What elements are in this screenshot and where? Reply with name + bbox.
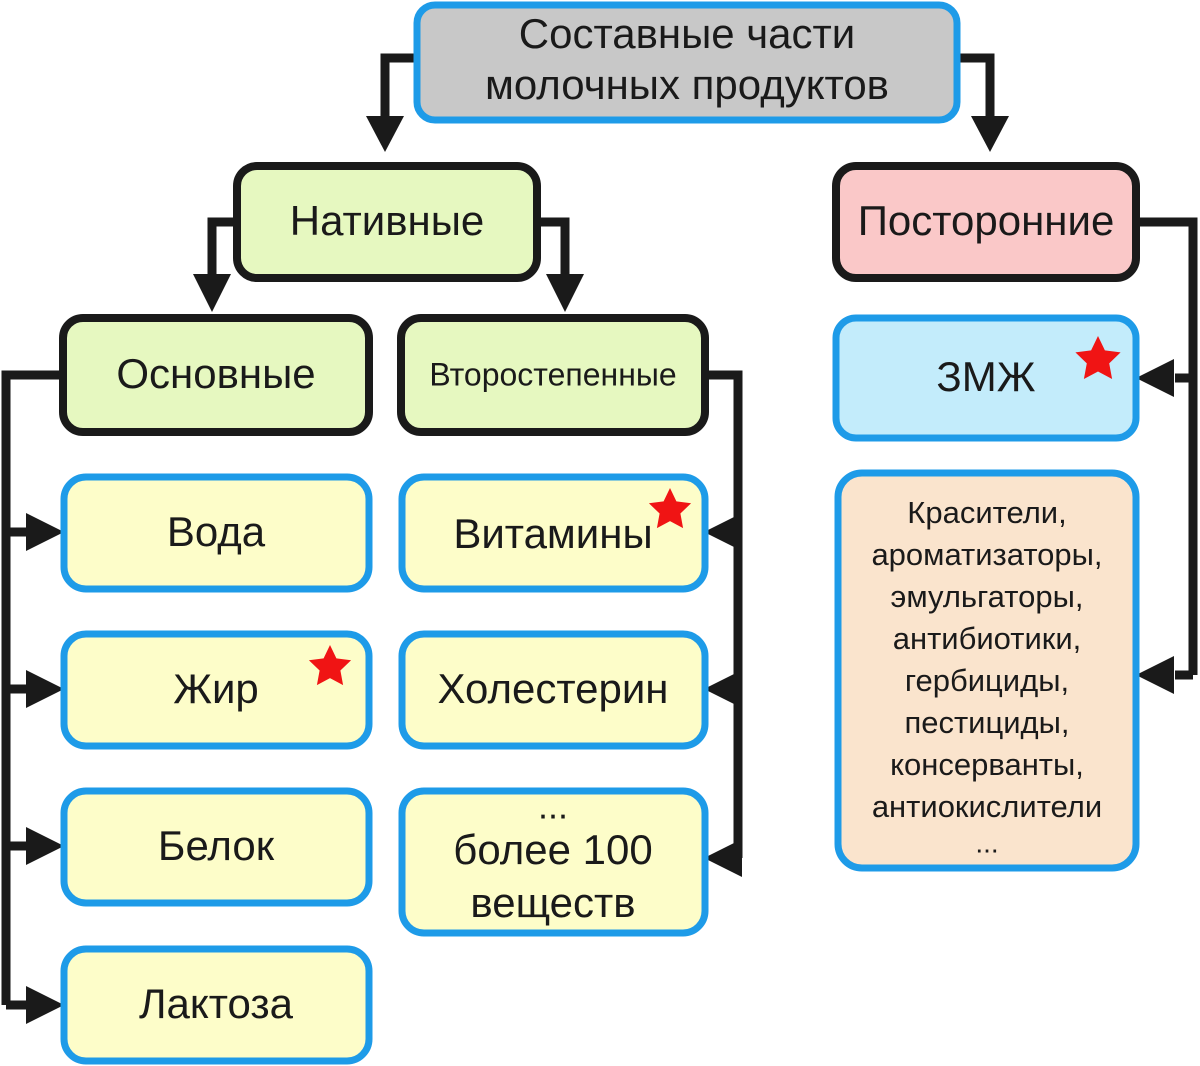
star-icon-vitamins bbox=[648, 488, 692, 529]
star-icon-fat bbox=[308, 645, 352, 686]
node-additives-rect[interactable] bbox=[834, 469, 1140, 872]
arrowhead-native-to-secondary bbox=[546, 274, 584, 312]
node-vitamins[interactable]: Витамины bbox=[398, 473, 709, 593]
node-root-label-line1: Составные части bbox=[519, 10, 855, 57]
node-more100[interactable]: ... более 100 веществ bbox=[398, 786, 709, 937]
node-vitamins-label: Витамины bbox=[453, 510, 652, 557]
node-foreign-label: Посторонние bbox=[858, 197, 1115, 244]
arrowhead-bus-to-cholesterol bbox=[704, 670, 742, 708]
node-protein[interactable]: Белок bbox=[60, 787, 373, 907]
node-lactose-rect[interactable] bbox=[60, 945, 373, 1065]
node-main-label: Основные bbox=[116, 350, 315, 397]
node-zmzh-label: ЗМЖ bbox=[936, 353, 1035, 400]
node-cholesterol[interactable]: Холестерин bbox=[398, 630, 709, 750]
node-native-rect[interactable] bbox=[233, 162, 541, 282]
node-additives-label-line3: эмульгаторы, bbox=[891, 579, 1084, 614]
node-additives-label-line7: консерванты, bbox=[890, 747, 1084, 782]
connector-native-to-secondary bbox=[537, 217, 570, 284]
node-fat-rect[interactable] bbox=[60, 630, 373, 750]
node-protein-label: Белок bbox=[158, 822, 275, 869]
connector-foreign-bus bbox=[1136, 217, 1198, 675]
node-more100-label-line2: более 100 bbox=[453, 826, 652, 873]
node-zmzh-rect[interactable] bbox=[832, 314, 1140, 442]
node-fat-label: Жир bbox=[173, 665, 259, 712]
node-foreign-rect[interactable] bbox=[832, 162, 1140, 282]
node-water[interactable]: Вода bbox=[60, 473, 373, 593]
node-native[interactable]: Нативные bbox=[233, 162, 541, 282]
node-additives-label-line8: антиокислители bbox=[872, 789, 1102, 824]
connector-secondary-bus bbox=[705, 370, 743, 858]
node-zmzh[interactable]: ЗМЖ bbox=[832, 314, 1140, 442]
connector-native-to-main bbox=[207, 217, 237, 284]
node-additives-label-line6: пестициды, bbox=[904, 705, 1069, 740]
node-root[interactable]: Составные части молочных продуктов bbox=[413, 1, 961, 124]
node-more100-rect[interactable] bbox=[398, 787, 709, 937]
arrowhead-bus-to-vitamins bbox=[704, 513, 742, 551]
node-fat[interactable]: Жир bbox=[60, 630, 373, 750]
node-additives-label-line2: ароматизаторы, bbox=[871, 537, 1102, 572]
node-additives-label-line4: антибиотики, bbox=[893, 621, 1082, 656]
star-icon-zmzh bbox=[1075, 336, 1121, 379]
arrowhead-root-to-native bbox=[366, 116, 404, 152]
node-additives-label-line9: ... bbox=[975, 827, 998, 858]
node-additives-label-line5: гербициды, bbox=[905, 663, 1069, 698]
arrowhead-bus-to-more100 bbox=[704, 839, 742, 877]
node-water-rect[interactable] bbox=[60, 473, 373, 593]
node-native-label: Нативные bbox=[290, 197, 485, 244]
arrowhead-bus-to-protein bbox=[26, 827, 64, 865]
arrowhead-root-to-foreign bbox=[971, 116, 1009, 152]
arrowhead-bus-to-additives bbox=[1136, 656, 1174, 694]
arrowhead-bus-to-zmzh bbox=[1136, 359, 1174, 397]
node-lactose-label: Лактоза bbox=[139, 980, 294, 1027]
node-root-rect[interactable] bbox=[413, 1, 961, 124]
node-root-label-line2: молочных продуктов bbox=[485, 61, 889, 108]
node-protein-rect[interactable] bbox=[60, 787, 373, 907]
node-cholesterol-rect[interactable] bbox=[398, 630, 709, 750]
node-more100-label-line1: ... bbox=[538, 786, 568, 827]
node-main-rect[interactable] bbox=[59, 314, 373, 436]
connector-root-to-foreign bbox=[957, 53, 995, 126]
connectors-group bbox=[1, 53, 1198, 1024]
node-secondary[interactable]: Второстепенные bbox=[397, 314, 709, 436]
node-vitamins-rect[interactable] bbox=[398, 473, 709, 593]
node-lactose[interactable]: Лактоза bbox=[60, 945, 373, 1065]
node-more100-label-line3: веществ bbox=[470, 879, 635, 926]
connector-main-bus bbox=[1, 370, 63, 1005]
node-secondary-rect[interactable] bbox=[397, 314, 709, 436]
arrowhead-bus-to-water bbox=[26, 513, 64, 551]
node-cholesterol-label: Холестерин bbox=[438, 665, 669, 712]
arrowhead-bus-to-lactose bbox=[26, 986, 64, 1024]
node-additives-label-line1: Красители, bbox=[907, 495, 1066, 530]
arrowhead-native-to-main bbox=[193, 274, 231, 312]
node-secondary-label: Второстепенные bbox=[429, 356, 676, 392]
arrowhead-bus-to-fat bbox=[26, 670, 64, 708]
node-main[interactable]: Основные bbox=[59, 314, 373, 436]
node-additives[interactable]: Красители, ароматизаторы, эмульгаторы, а… bbox=[834, 469, 1140, 872]
connector-root-to-native bbox=[380, 53, 417, 126]
node-foreign[interactable]: Посторонние bbox=[832, 162, 1140, 282]
node-water-label: Вода bbox=[167, 508, 266, 555]
